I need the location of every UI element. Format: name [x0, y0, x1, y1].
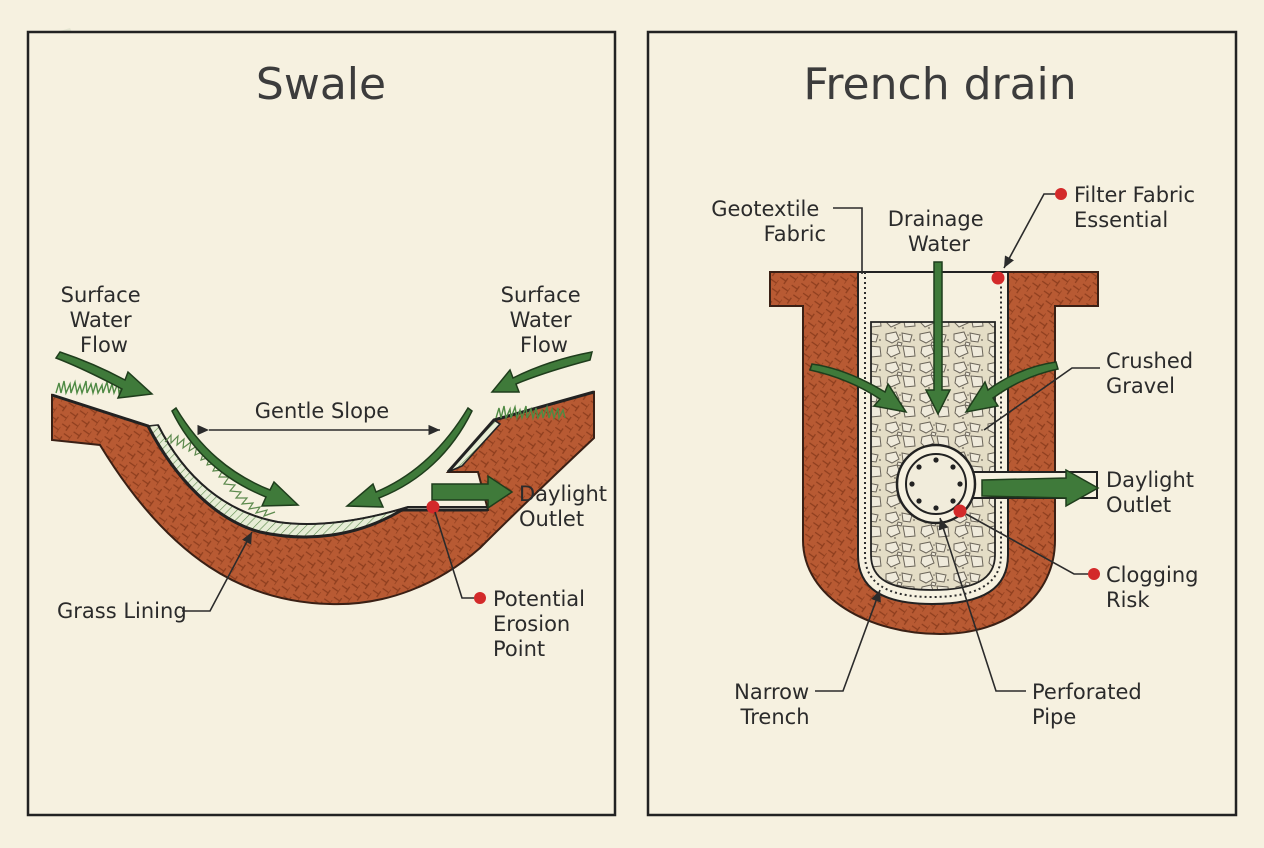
clogging-risk-marker [953, 504, 967, 518]
erosion-point-leader [434, 511, 474, 599]
surface-flow-left-label: Surface Water Flow [61, 283, 148, 357]
filter-fabric-marker [991, 271, 1005, 285]
daylight-outlet-arrow-french [981, 468, 1100, 508]
clogging-risk-legend-dot [1088, 568, 1100, 580]
drainage-water-arrow [924, 261, 952, 416]
surface-flow-arrow-right [490, 351, 594, 393]
geotextile-fabric-label: Geotextile Fabric [711, 197, 826, 246]
surface-flow-right-label: Surface Water Flow [501, 283, 588, 357]
grass-lining-label: Grass Lining [57, 599, 187, 623]
gentle-slope-arrow-right [345, 406, 473, 508]
surface-flow-arrow-left [54, 351, 154, 399]
perforated-pipe-leader [938, 517, 1026, 692]
erosion-point-label: Potential Erosion Point [493, 587, 592, 661]
narrow-trench-label: Narrow Trench [734, 680, 816, 729]
clogging-risk-label: Clogging Risk [1106, 563, 1205, 612]
swale-daylight-outlet-label: Daylight Outlet [519, 482, 614, 531]
grass-tufts-right [495, 404, 566, 421]
daylight-outlet-arrow-swale [431, 474, 514, 510]
geotextile-leader [833, 207, 863, 274]
right-bank-surface [446, 390, 595, 473]
erosion-point-legend-dot [474, 592, 486, 604]
side-flow-arrow-left [809, 363, 908, 414]
clogging-risk-leader [965, 513, 1088, 575]
filter-fabric-label: Filter Fabric Essential [1074, 183, 1202, 232]
narrow-trench-leader [815, 589, 881, 692]
crushed-gravel-leader [983, 367, 1100, 431]
gentle-slope-arrow-left [171, 406, 300, 507]
french-daylight-outlet-label: Daylight Outlet [1106, 468, 1201, 517]
drainage-water-label: Drainage Water [888, 207, 991, 256]
swale-title: Swale [256, 59, 386, 110]
swale-surface-line [51, 393, 488, 539]
perforated-pipe [895, 443, 977, 525]
geotextile-dotted-line [864, 272, 1002, 599]
french-drain-panel: French drain [646, 30, 1238, 817]
swale-panel: Swale Surface Water Flow Surface Water [26, 30, 617, 817]
filter-fabric-legend-dot [1055, 188, 1067, 200]
french-drain-title: French drain [803, 59, 1076, 110]
crushed-gravel-label: Crushed Gravel [1106, 349, 1200, 398]
swale-lining-line [157, 424, 488, 526]
perforated-pipe-label: Perforated Pipe [1032, 680, 1148, 729]
gentle-slope-label: Gentle Slope [255, 399, 389, 423]
erosion-point-marker [426, 500, 440, 514]
filter-fabric-leader [1003, 193, 1055, 269]
side-flow-arrow-right [964, 361, 1059, 414]
grass-lining-leader [182, 531, 253, 612]
grass-tufts-slope [164, 433, 276, 518]
